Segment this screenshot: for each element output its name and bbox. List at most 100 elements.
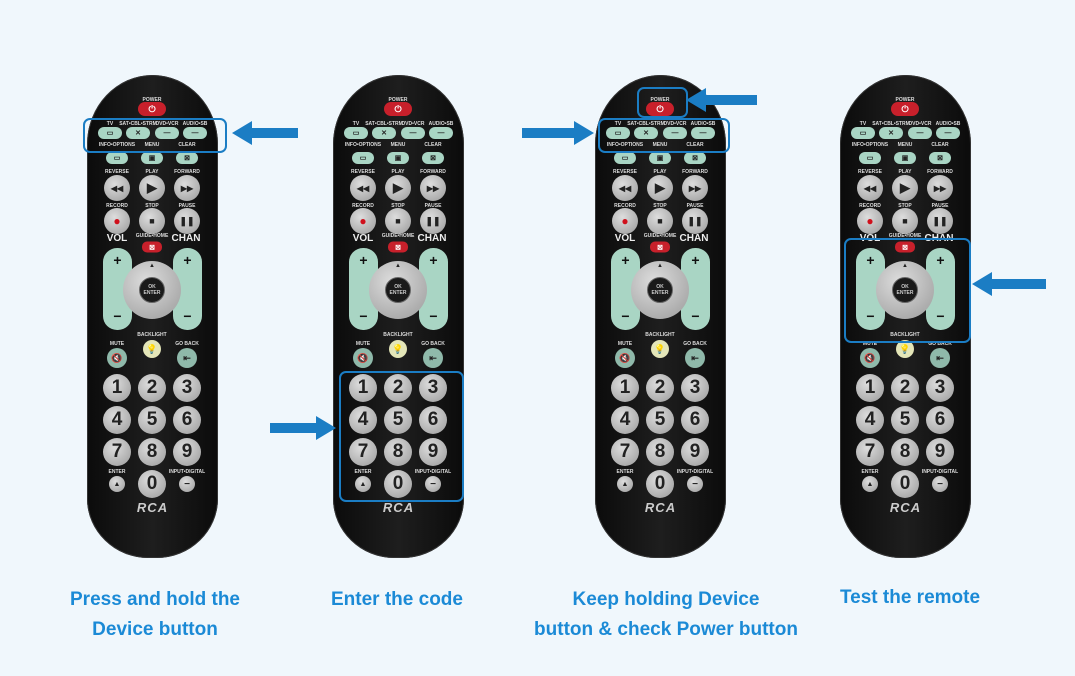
function-button-clear[interactable]: ⊠ [422, 152, 444, 164]
transport-button-reverse[interactable]: ◀◀ [104, 175, 130, 201]
transport-button-stop[interactable]: ■ [385, 208, 411, 234]
digit-button-8[interactable]: 8 [138, 438, 166, 466]
enter-button[interactable]: ▲ [862, 476, 878, 492]
transport-button-forward[interactable]: ▶▶ [420, 175, 446, 201]
digit-button-1[interactable]: 1 [856, 374, 884, 402]
transport-button-pause[interactable]: ❚❚ [420, 208, 446, 234]
device-button-sat[interactable]: ✕ [634, 127, 658, 139]
device-button-dvd[interactable]: — [401, 127, 425, 139]
digit-button-1[interactable]: 1 [611, 374, 639, 402]
function-button-menu[interactable]: ▣ [894, 152, 916, 164]
digit-button-3[interactable]: 3 [173, 374, 201, 402]
digit-button-9[interactable]: 9 [681, 438, 709, 466]
input-digital-button[interactable]: − [179, 476, 195, 492]
volume-rocker[interactable]: +− [856, 248, 885, 330]
transport-button-play[interactable]: ▶ [385, 175, 411, 201]
go-back-button[interactable]: ⇤ [423, 348, 443, 368]
go-back-button[interactable]: ⇤ [685, 348, 705, 368]
transport-button-pause[interactable]: ❚❚ [174, 208, 200, 234]
volume-rocker[interactable]: +− [349, 248, 378, 330]
digit-button-0[interactable]: 0 [646, 470, 674, 498]
digit-button-1[interactable]: 1 [349, 374, 377, 402]
digit-button-7[interactable]: 7 [349, 438, 377, 466]
function-button-clear[interactable]: ⊠ [176, 152, 198, 164]
digit-button-2[interactable]: 2 [384, 374, 412, 402]
device-button-audio[interactable]: — [936, 127, 960, 139]
digit-button-5[interactable]: 5 [646, 406, 674, 434]
digit-button-7[interactable]: 7 [103, 438, 131, 466]
device-button-sat[interactable]: ✕ [879, 127, 903, 139]
digit-button-0[interactable]: 0 [891, 470, 919, 498]
transport-button-play[interactable]: ▶ [892, 175, 918, 201]
backlight-button[interactable]: 💡 [651, 340, 669, 358]
transport-button-pause[interactable]: ❚❚ [682, 208, 708, 234]
digit-button-6[interactable]: 6 [681, 406, 709, 434]
digit-button-4[interactable]: 4 [103, 406, 131, 434]
transport-button-record[interactable]: ● [612, 208, 638, 234]
digit-button-4[interactable]: 4 [349, 406, 377, 434]
device-button-sat[interactable]: ✕ [126, 127, 150, 139]
enter-button[interactable]: ▲ [355, 476, 371, 492]
transport-button-reverse[interactable]: ◀◀ [612, 175, 638, 201]
channel-rocker[interactable]: +− [419, 248, 448, 330]
go-back-button[interactable]: ⇤ [177, 348, 197, 368]
digit-button-1[interactable]: 1 [103, 374, 131, 402]
function-button-info[interactable]: ▭ [352, 152, 374, 164]
device-button-audio[interactable]: — [691, 127, 715, 139]
power-button[interactable]: ⏻ [384, 102, 412, 116]
guide-home-button[interactable]: ⊠ [142, 241, 162, 253]
digit-button-6[interactable]: 6 [419, 406, 447, 434]
power-button[interactable]: ⏻ [138, 102, 166, 116]
backlight-button[interactable]: 💡 [143, 340, 161, 358]
guide-home-button[interactable]: ⊠ [388, 241, 408, 253]
digit-button-8[interactable]: 8 [891, 438, 919, 466]
digit-button-8[interactable]: 8 [646, 438, 674, 466]
digit-button-7[interactable]: 7 [856, 438, 884, 466]
transport-button-reverse[interactable]: ◀◀ [857, 175, 883, 201]
digit-button-7[interactable]: 7 [611, 438, 639, 466]
digit-button-4[interactable]: 4 [856, 406, 884, 434]
digit-button-5[interactable]: 5 [138, 406, 166, 434]
digit-button-0[interactable]: 0 [138, 470, 166, 498]
transport-button-play[interactable]: ▶ [647, 175, 673, 201]
transport-button-forward[interactable]: ▶▶ [174, 175, 200, 201]
digit-button-8[interactable]: 8 [384, 438, 412, 466]
device-button-tv[interactable]: ▭ [606, 127, 630, 139]
function-button-menu[interactable]: ▣ [649, 152, 671, 164]
device-button-tv[interactable]: ▭ [851, 127, 875, 139]
function-button-info[interactable]: ▭ [106, 152, 128, 164]
device-button-sat[interactable]: ✕ [372, 127, 396, 139]
transport-button-forward[interactable]: ▶▶ [927, 175, 953, 201]
device-button-dvd[interactable]: — [155, 127, 179, 139]
input-digital-button[interactable]: − [425, 476, 441, 492]
backlight-button[interactable]: 💡 [389, 340, 407, 358]
mute-button[interactable]: 🔇 [107, 348, 127, 368]
device-button-dvd[interactable]: — [663, 127, 687, 139]
digit-button-9[interactable]: 9 [419, 438, 447, 466]
guide-home-button[interactable]: ⊠ [895, 241, 915, 253]
digit-button-0[interactable]: 0 [384, 470, 412, 498]
digit-button-5[interactable]: 5 [891, 406, 919, 434]
transport-button-record[interactable]: ● [857, 208, 883, 234]
device-button-audio[interactable]: — [429, 127, 453, 139]
device-button-tv[interactable]: ▭ [98, 127, 122, 139]
digit-button-2[interactable]: 2 [646, 374, 674, 402]
device-button-audio[interactable]: — [183, 127, 207, 139]
function-button-info[interactable]: ▭ [614, 152, 636, 164]
digit-button-6[interactable]: 6 [926, 406, 954, 434]
digit-button-3[interactable]: 3 [926, 374, 954, 402]
transport-button-stop[interactable]: ■ [892, 208, 918, 234]
digit-button-3[interactable]: 3 [681, 374, 709, 402]
power-button[interactable]: ⏻ [891, 102, 919, 116]
mute-button[interactable]: 🔇 [353, 348, 373, 368]
transport-button-play[interactable]: ▶ [139, 175, 165, 201]
go-back-button[interactable]: ⇤ [930, 348, 950, 368]
function-button-info[interactable]: ▭ [859, 152, 881, 164]
input-digital-button[interactable]: − [932, 476, 948, 492]
function-button-clear[interactable]: ⊠ [929, 152, 951, 164]
digit-button-5[interactable]: 5 [384, 406, 412, 434]
